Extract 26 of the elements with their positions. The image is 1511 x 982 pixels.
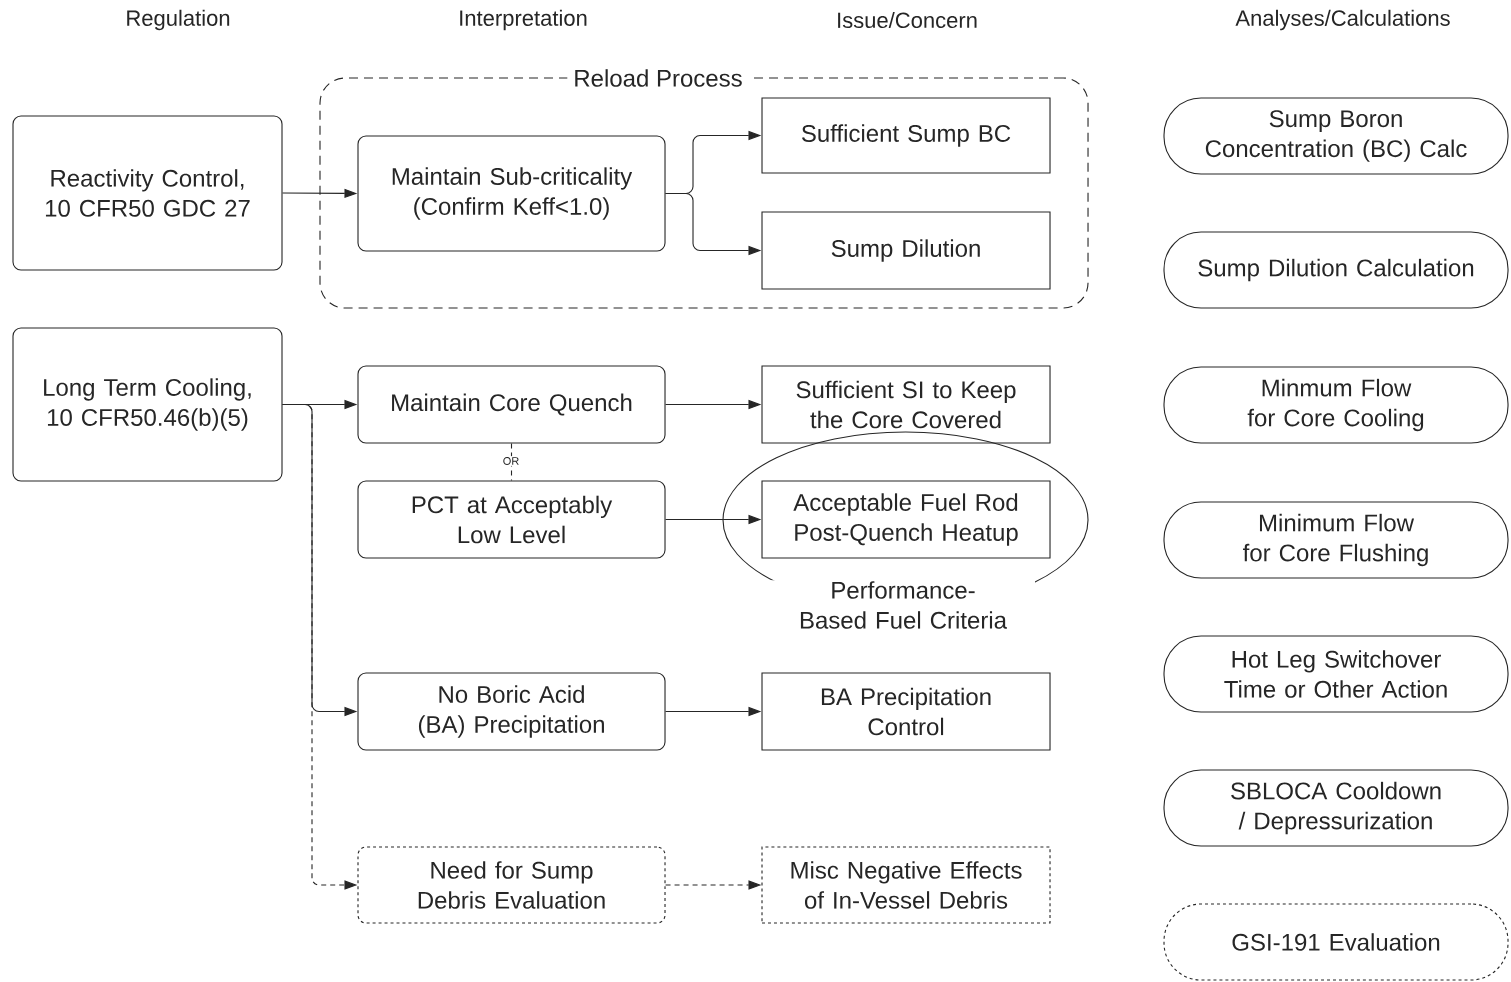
- process-box: PCT at Acceptably Low Level: [357, 480, 666, 559]
- issue-box: BA Precipitation Control: [761, 672, 1051, 751]
- issue-box: Sufficient SI to Keep the Core Covered: [761, 365, 1051, 444]
- edge-label: OR: [501, 456, 521, 466]
- issue-box: Sump Dilution: [761, 211, 1051, 290]
- issue-box: Sufficient Sump BC: [761, 97, 1051, 174]
- column-heading: Analyses/Calculations: [1235, 9, 1450, 31]
- analysis-box: Sump Dilution Calculation: [1163, 231, 1509, 309]
- column-heading: Issue/Concern: [838, 11, 977, 29]
- process-box: Long Term Cooling, 10 CFR50.46(b)(5): [12, 327, 283, 482]
- issue-box: Misc Negative Effects of In-Vessel Debris: [761, 846, 1051, 924]
- process-box: Need for Sump Debris Evaluation: [357, 846, 666, 924]
- process-box: Reactivity Control, 10 CFR50 GDC 27: [12, 115, 283, 271]
- process-box: No Boric Acid (BA) Precipitation: [357, 672, 666, 751]
- process-box: Maintain Core Quench: [357, 365, 666, 444]
- analysis-box: Sump Boron Concentration (BC) Calc: [1163, 97, 1509, 175]
- issue-box: Acceptable Fuel Rod Post-Quench Heatup: [761, 480, 1051, 559]
- analysis-box: Minimum Flow for Core Flushing: [1163, 501, 1509, 579]
- node-label: Based Fuel Criteria: [800, 611, 1007, 629]
- column-heading: Regulation: [127, 9, 230, 31]
- process-box: Maintain Sub-criticality (Confirm Keff<1.0): [357, 135, 666, 252]
- column-heading: Interpretation: [460, 9, 587, 31]
- analysis-box: SBLOCA Cooldown / Depressurization: [1163, 769, 1509, 847]
- analysis-box: Minmum Flow for Core Cooling: [1163, 366, 1509, 444]
- analysis-box: Hot Leg Switchover Time or Other Action: [1163, 635, 1509, 713]
- analysis-box: GSI-191 Evaluation: [1163, 903, 1509, 981]
